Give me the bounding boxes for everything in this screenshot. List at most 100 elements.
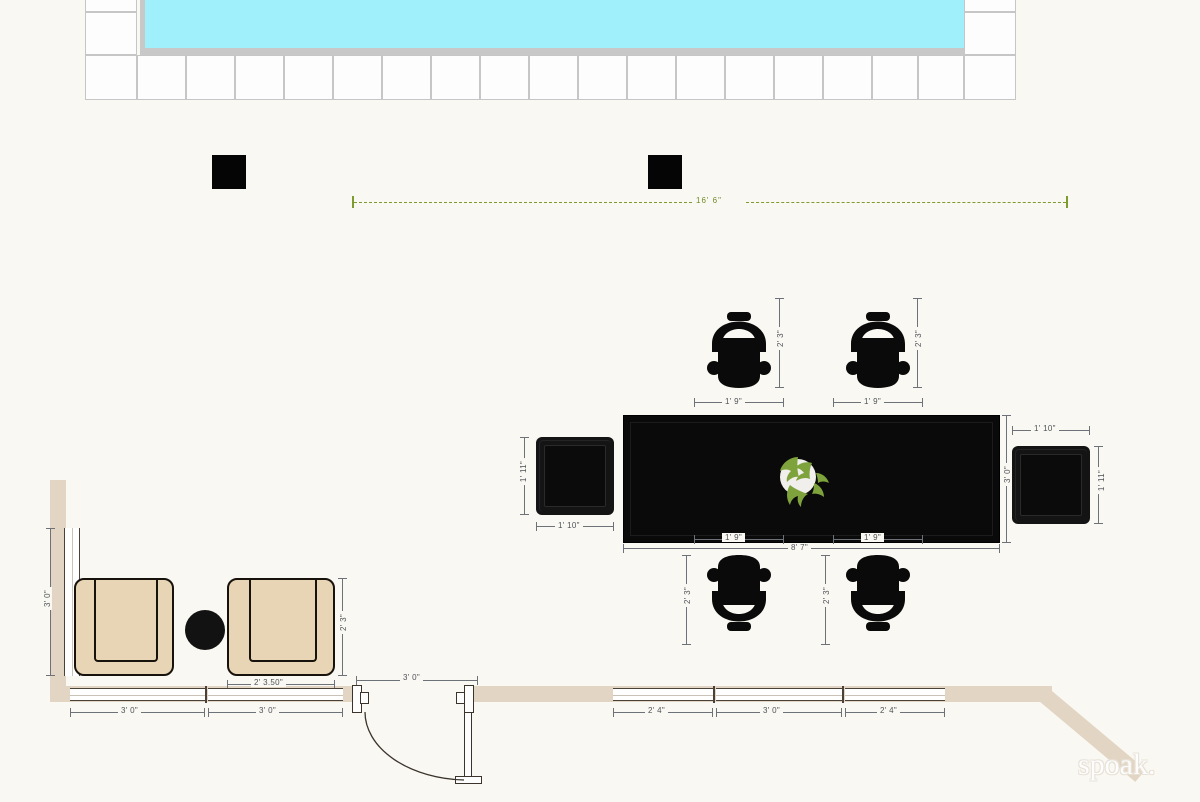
dimension-tick: [783, 398, 784, 407]
deck-tile: [918, 55, 964, 100]
ottoman-right: [1012, 446, 1090, 524]
chair-glyph: [707, 312, 771, 388]
window-bottom-left-2-dimension: 3' 0": [208, 706, 343, 722]
ottoman-height-label: 1' 11": [1097, 466, 1107, 495]
chair-glyph: [846, 312, 910, 388]
deck-tile: [872, 55, 918, 100]
dimension-cap-left: [352, 196, 354, 208]
dimension-tick: [520, 514, 529, 515]
wall-left: [50, 480, 66, 702]
dimension-tick: [999, 544, 1000, 553]
deck-tile: [235, 55, 284, 100]
ottoman-height-label: 1' 11": [519, 457, 529, 486]
dimension-line: [623, 548, 1000, 549]
deck-tile: [774, 55, 823, 100]
planter-square-right: [648, 155, 682, 189]
dimension-tick: [477, 676, 478, 685]
dining-chair-top-left: [694, 298, 784, 388]
dimension-tick: [775, 387, 784, 388]
deck-tile: [137, 55, 186, 100]
ottoman-width-label: 1' 10": [555, 521, 583, 530]
chair-bottom-left-depth-dimension: 2' 3": [682, 555, 702, 645]
armchair-right-depth-dimension: 2' 3": [338, 578, 358, 676]
dining-table: [623, 415, 1000, 543]
window-dimension-label: 2' 4": [877, 706, 900, 715]
door-jamb-left-stop: [360, 692, 369, 704]
deck-tile: [578, 55, 627, 100]
chair-width-label: 1' 9": [722, 533, 745, 542]
chair-top-left-width-dimension: 1' 9": [694, 397, 784, 412]
deck-tile: [186, 55, 235, 100]
dimension-tick: [821, 644, 830, 645]
table-width-dimension: 8' 7": [623, 543, 1000, 558]
dimension-tick: [338, 675, 347, 676]
ottoman-left-height-dimension: 1' 11": [516, 437, 536, 515]
dimension-tick: [1002, 542, 1011, 543]
dimension-tick: [342, 708, 343, 717]
armchair-right-width-dimension: 2' 3.50": [227, 678, 335, 694]
dining-chair-bottom-right: [833, 555, 923, 645]
deck-tile: [964, 12, 1016, 55]
door-swing-arc: [364, 711, 465, 781]
dimension-tick: [46, 675, 55, 676]
dimension-tick: [682, 644, 691, 645]
deck-tile: [85, 12, 137, 55]
deck-tile: [85, 55, 137, 100]
chair-glyph: [707, 555, 771, 631]
table-depth-label: 3' 0": [1003, 463, 1012, 486]
dimension-tick: [1089, 426, 1090, 435]
window-left-wall-dimension: 3' 0": [42, 528, 62, 676]
ottoman-edge: [1015, 449, 1087, 521]
window-bottom-right-1: [613, 688, 713, 701]
window-left-label: 3' 0": [43, 587, 52, 610]
deck-tile: [382, 55, 431, 100]
dimension-tick: [334, 680, 335, 689]
ottoman-left-width-dimension: 1' 10": [536, 521, 614, 536]
dimension-tick: [1094, 523, 1103, 524]
armchair-width-label: 2' 3.50": [251, 678, 287, 687]
deck-tile: [627, 55, 676, 100]
window-bottom-left-2: [208, 688, 343, 701]
dimension-tick: [922, 398, 923, 407]
window-divider: [842, 686, 844, 703]
dining-chair-top-right: [833, 298, 923, 388]
dimension-tick: [613, 522, 614, 531]
ottoman-right-height-dimension: 1' 11": [1094, 446, 1114, 524]
window-dimension-label: 3' 0": [118, 706, 141, 715]
armchair-right: [227, 578, 335, 676]
window-dimension-label: 2' 4": [645, 706, 668, 715]
dimension-cap-right: [1066, 196, 1068, 208]
chair-bottom-left-width-dimension: 1' 9": [694, 533, 784, 549]
table-width-label: 8' 7": [788, 543, 811, 552]
window-bottom-right-1-dimension: 2' 4": [613, 706, 713, 722]
window-bottom-right-3: [845, 688, 945, 701]
door-assembly[interactable]: [352, 680, 482, 798]
armchair-left: [74, 578, 174, 676]
deck-tile: [823, 55, 872, 100]
chair-width-label: 1' 9": [722, 397, 745, 406]
deck-tile: [529, 55, 578, 100]
window-dimension-label: 3' 0": [760, 706, 783, 715]
chair-depth-label: 2' 3": [776, 327, 785, 350]
door-jamb-right-stop: [456, 692, 465, 704]
dimension-line-left-segment: [354, 202, 692, 203]
chair-bottom-right-depth-dimension: 2' 3": [821, 555, 841, 645]
window-dimension-label: 3' 0": [256, 706, 279, 715]
chair-depth-label: 2' 3": [822, 584, 831, 607]
deck-tile: [431, 55, 480, 100]
ottoman-right-width-dimension: 1' 10": [1012, 424, 1090, 440]
window-bottom-right-2-dimension: 3' 0": [716, 706, 842, 722]
deck-tile: [333, 55, 382, 100]
deck-tile: [964, 0, 1016, 12]
monstera-plant: [768, 447, 832, 511]
window-divider: [713, 686, 715, 703]
ottoman-cushion: [1020, 454, 1082, 516]
dimension-tick: [922, 535, 923, 544]
round-side-table: [185, 610, 225, 650]
deck-tile: [284, 55, 333, 100]
pool-area: [85, 0, 1015, 100]
chair-top-left-depth-dimension: 2' 3": [775, 298, 795, 388]
pool-water: [145, 0, 965, 48]
overall-dimension-green: 16' 6": [352, 195, 1068, 209]
